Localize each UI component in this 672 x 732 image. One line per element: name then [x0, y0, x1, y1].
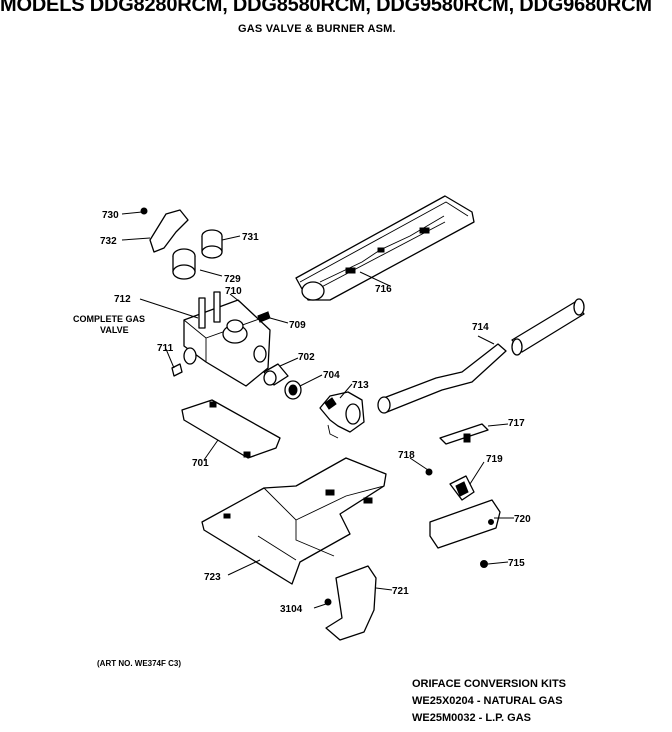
callout-723: 723 — [204, 572, 221, 583]
page-subtitle: GAS VALVE & BURNER ASM. — [238, 23, 396, 35]
kit-lp-gas: WE25M0032 - L.P. GAS — [412, 712, 532, 724]
valve-label-line-1: COMPLETE GAS — [73, 314, 145, 324]
page-title: MODELS DDG8280RCM, DDG8580RCM, DDG9580RC… — [0, 0, 652, 16]
screw-711[interactable] — [171, 363, 183, 377]
callout-718: 718 — [398, 450, 415, 461]
callout-702: 702 — [298, 352, 315, 363]
bracket-723[interactable] — [201, 457, 387, 585]
callout-3104: 3104 — [280, 604, 303, 615]
callout-714: 714 — [472, 322, 489, 333]
callout-720: 720 — [514, 514, 531, 525]
screw-715[interactable] — [480, 560, 488, 568]
screw-718[interactable] — [425, 468, 433, 476]
sensor-719[interactable] — [449, 475, 475, 501]
kit-natural-gas: WE25X0204 - NATURAL GAS — [412, 695, 563, 707]
complete-gas-valve-712[interactable] — [183, 291, 271, 387]
valve-label-line-2: VALVE — [100, 325, 129, 335]
manifold-tube-714[interactable] — [377, 343, 507, 414]
conversion-kits: ORIFACE CONVERSION KITS WE25X0204 - NATU… — [412, 676, 566, 727]
callout-731: 731 — [242, 232, 259, 243]
callout-701: 701 — [192, 458, 209, 469]
callout-732: 732 — [100, 236, 117, 247]
callout-713: 713 — [352, 380, 369, 391]
callout-709: 709 — [289, 320, 306, 331]
coil-729[interactable] — [172, 248, 196, 280]
callout-704: 704 — [323, 370, 340, 381]
callout-712: 712 — [114, 294, 131, 305]
callout-717: 717 — [508, 418, 525, 429]
callout-730: 730 — [102, 210, 119, 221]
plate-701[interactable] — [181, 399, 281, 459]
callout-715: 715 — [508, 558, 525, 569]
callout-721: 721 — [392, 586, 409, 597]
clip-709[interactable] — [257, 311, 269, 323]
elbow-713[interactable] — [319, 391, 365, 439]
igniter-tube[interactable] — [511, 298, 585, 356]
kits-title: ORIFACE CONVERSION KITS — [412, 678, 567, 690]
callout-711: 711 — [157, 343, 174, 354]
bracket-721[interactable] — [324, 565, 377, 641]
art-number: (ART NO. WE374F C3) — [97, 659, 182, 668]
callout-729: 729 — [224, 274, 241, 285]
callout-710: 710 — [225, 286, 242, 297]
callout-716: 716 — [375, 284, 392, 295]
bracket-720[interactable] — [429, 499, 501, 549]
igniter-717[interactable] — [439, 423, 489, 445]
fitting-702[interactable] — [263, 363, 289, 386]
burner-tube-716[interactable] — [295, 195, 475, 301]
bracket-732[interactable] — [140, 207, 189, 253]
coil-731[interactable] — [201, 229, 223, 259]
leader-lines — [121, 211, 514, 609]
callout-719: 719 — [486, 454, 503, 465]
fitting-704[interactable] — [284, 380, 302, 400]
callouts: 730 732 731 729 710 709 712 COMPLETE GAS… — [73, 210, 531, 615]
